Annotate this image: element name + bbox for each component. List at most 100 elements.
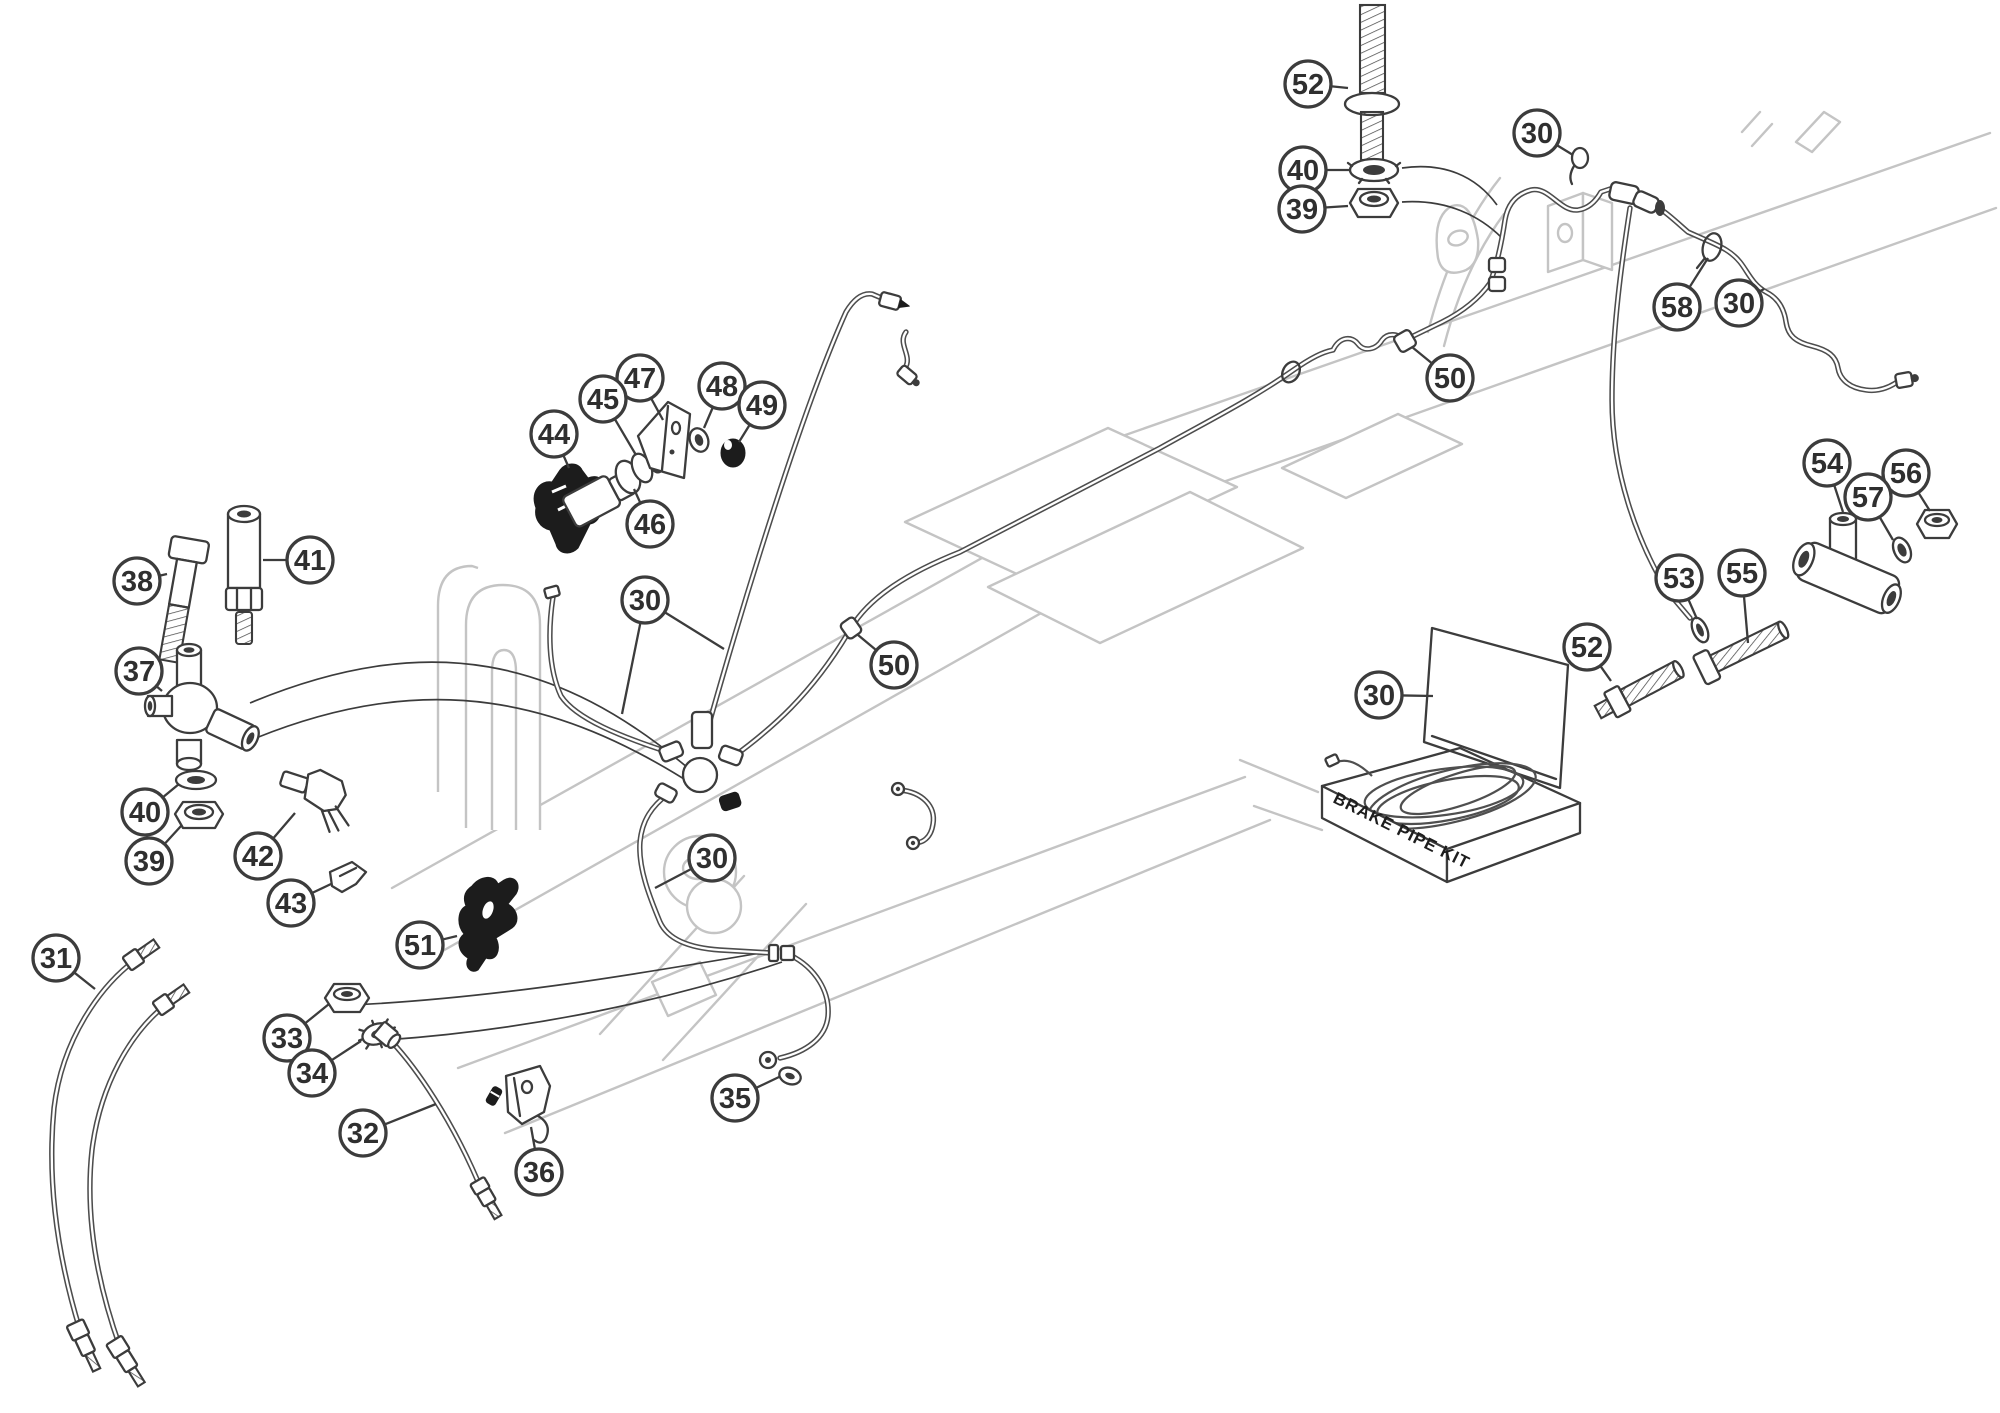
center-union (654, 710, 744, 812)
callout-39: 39 (1277, 184, 1349, 234)
callout-53: 53 (1654, 553, 1704, 620)
callout-55: 55 (1717, 548, 1767, 644)
part-union-37 (143, 642, 260, 772)
svg-text:32: 32 (347, 1118, 379, 1150)
part-bracket-47 (636, 400, 692, 480)
part-fitting-42 (279, 768, 350, 834)
part-stud-52-top (1343, 3, 1401, 162)
svg-text:46: 46 (634, 509, 666, 541)
svg-text:43: 43 (275, 888, 307, 920)
callout-40: 40 (120, 783, 180, 837)
svg-text:55: 55 (1726, 558, 1758, 590)
svg-text:53: 53 (1663, 563, 1695, 595)
brake-pipes (52, 188, 1900, 1347)
callout-52: 52 (1562, 622, 1612, 682)
kit-box: BRAKE PIPE KIT (1320, 626, 1582, 884)
callout-32: 32 (338, 1102, 437, 1158)
svg-text:47: 47 (624, 363, 656, 395)
svg-text:40: 40 (129, 797, 161, 829)
parts (65, 3, 1959, 1388)
callout-30: 30 (1354, 670, 1434, 720)
part-tee-54 (1792, 511, 1902, 615)
callout-57: 57 (1843, 472, 1894, 541)
callout-49: 49 (737, 380, 787, 443)
svg-text:39: 39 (1286, 194, 1318, 226)
part-extension-41 (224, 504, 264, 646)
callout-36: 36 (514, 1126, 564, 1197)
svg-text:30: 30 (1363, 680, 1395, 712)
part-hose-32 (372, 1021, 503, 1221)
part-nut-39-top (1348, 187, 1400, 219)
part-nut-39l (173, 800, 225, 830)
part-hoses-31 (65, 937, 191, 1388)
callout-31: 31 (31, 933, 96, 990)
svg-text:45: 45 (587, 384, 619, 416)
part-washer-40-top (1346, 157, 1402, 185)
part-washer-53 (1690, 616, 1710, 644)
svg-text:38: 38 (121, 566, 153, 598)
callout-40: 40 (1278, 145, 1350, 195)
part-nut-56 (1915, 508, 1959, 540)
callout-45: 45 (578, 374, 637, 456)
chassis-frame (390, 110, 1998, 1135)
callout-54: 54 (1802, 438, 1852, 513)
pipe-clip-58 (1701, 232, 1723, 262)
callout-30: 30 (1512, 108, 1574, 158)
callout-35: 35 (710, 1073, 780, 1123)
callout-38: 38 (112, 556, 168, 606)
callout-42: 42 (233, 812, 296, 881)
svg-text:30: 30 (629, 585, 661, 617)
svg-text:50: 50 (878, 650, 910, 682)
svg-text:51: 51 (404, 930, 436, 962)
svg-text:30: 30 (696, 843, 728, 875)
callout-30: 30 (1714, 278, 1765, 328)
part-bolt-55 (1692, 620, 1790, 686)
svg-text:42: 42 (242, 841, 274, 873)
callout-34: 34 (287, 1040, 362, 1098)
callout-30: 30 (654, 833, 737, 890)
svg-text:31: 31 (40, 943, 72, 975)
callout-39: 39 (124, 825, 182, 886)
pipe-clip (1570, 146, 1590, 170)
callout-33: 33 (262, 1003, 330, 1063)
svg-text:34: 34 (296, 1058, 328, 1090)
part-bracket-36 (504, 1064, 552, 1144)
pipe-fittings (543, 146, 1919, 1070)
callout-48: 48 (697, 361, 747, 429)
svg-text:37: 37 (123, 656, 155, 688)
callout-44: 44 (529, 409, 579, 469)
svg-text:30: 30 (1521, 118, 1553, 150)
callout-43: 43 (266, 878, 332, 928)
callout-50: 50 (1411, 346, 1475, 403)
part-clip-51 (458, 877, 519, 972)
svg-text:39: 39 (133, 846, 165, 878)
callout-56: 56 (1881, 448, 1931, 512)
svg-text:57: 57 (1852, 482, 1884, 514)
callout-41: 41 (263, 535, 335, 585)
svg-text:56: 56 (1890, 458, 1922, 490)
callout-52: 52 (1283, 59, 1349, 109)
part-washer-57 (1891, 536, 1913, 564)
callout-46: 46 (625, 488, 675, 549)
svg-text:52: 52 (1571, 632, 1603, 664)
svg-text:52: 52 (1292, 69, 1324, 101)
part-clip-43 (328, 860, 368, 894)
svg-text:49: 49 (746, 390, 778, 422)
svg-text:33: 33 (271, 1023, 303, 1055)
callout-30: 30 (620, 575, 725, 715)
svg-text:36: 36 (523, 1157, 555, 1189)
callout-37: 37 (114, 646, 164, 696)
svg-text:58: 58 (1661, 292, 1693, 324)
svg-text:48: 48 (706, 371, 738, 403)
svg-text:50: 50 (1434, 363, 1466, 395)
callout-47: 47 (615, 353, 665, 421)
part-stud-52-right (1593, 660, 1685, 720)
callout-50: 50 (857, 634, 919, 690)
part-nut-33 (323, 982, 371, 1014)
leader-curves (249, 165, 1503, 1041)
svg-text:40: 40 (1287, 155, 1319, 187)
callout-51: 51 (395, 920, 458, 970)
